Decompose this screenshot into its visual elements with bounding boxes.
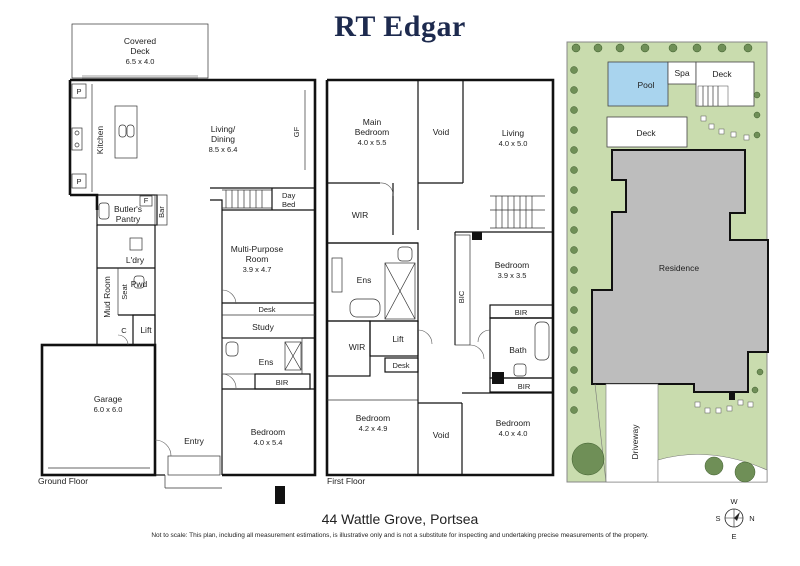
- covered-deck-dim: 6.5 x 4.0: [126, 57, 155, 66]
- study-label: Study: [252, 322, 274, 332]
- bedroom2-label: Bedroom: [495, 260, 530, 270]
- lift-label-ground: Lift: [140, 325, 152, 335]
- living-label-2: Dining: [211, 134, 235, 144]
- main-bedroom-dim: 4.0 x 5.5: [358, 138, 387, 147]
- desk-label-ground: Desk: [258, 305, 275, 314]
- spa-label: Spa: [674, 68, 689, 78]
- compass-e: E: [731, 532, 736, 541]
- seat-label: Seat: [120, 283, 129, 299]
- property-address: 44 Wattle Grove, Portsea: [321, 511, 479, 527]
- multi-label-2: Room: [246, 254, 269, 264]
- multi-dim: 3.9 x 4.7: [243, 265, 272, 274]
- main-bedroom-label-2: Bedroom: [355, 127, 390, 137]
- lift-label-first: Lift: [392, 334, 404, 344]
- gf-label: GF: [292, 126, 301, 137]
- first-floor-label: First Floor: [327, 476, 365, 486]
- desk-label-first: Desk: [392, 361, 409, 370]
- p-label-1: P: [76, 87, 81, 96]
- kitchen-label: Kitchen: [95, 126, 105, 155]
- ground-floor-label: Ground Floor: [38, 476, 88, 486]
- bedroom4-label: Bedroom: [496, 418, 531, 428]
- bedroom2-dim: 3.9 x 3.5: [498, 271, 527, 280]
- bed-label: Bed: [282, 200, 295, 209]
- pwd-label: Pwd: [131, 279, 148, 289]
- disclaimer-text: Not to scale: This plan, including all m…: [151, 532, 649, 539]
- bedroom-label-ground: Bedroom: [251, 427, 286, 437]
- multi-label: Multi-Purpose: [231, 244, 284, 254]
- void-label-2: Void: [433, 430, 450, 440]
- ldry-label: L'dry: [126, 255, 145, 265]
- compass: [724, 508, 744, 528]
- trees: [570, 43, 764, 483]
- living-label: Living/: [211, 124, 236, 134]
- driveway-label: Driveway: [630, 424, 640, 460]
- deck-mid-label: Deck: [636, 128, 656, 138]
- stair-ground: [222, 188, 273, 210]
- bedroom-dim-ground: 4.0 x 5.4: [254, 438, 283, 447]
- stair-first: [490, 195, 545, 229]
- ground-floor-plan: [40, 23, 317, 504]
- living-label-first: Living: [502, 128, 524, 138]
- site-plan: [566, 41, 769, 528]
- living-dim-first: 4.0 x 5.0: [499, 139, 528, 148]
- garage-label: Garage: [94, 394, 123, 404]
- p-label-2: P: [76, 177, 81, 186]
- butlers-label: Butler's: [114, 204, 142, 214]
- driveway: [605, 383, 659, 483]
- f-label: F: [144, 196, 149, 205]
- entry-label: Entry: [184, 436, 205, 446]
- bir-label-ground: BIR: [276, 378, 289, 387]
- living-dim: 8.5 x 6.4: [209, 145, 238, 154]
- main-bedroom-label: Main: [363, 117, 382, 127]
- covered-deck-label-2: Deck: [130, 46, 150, 56]
- bedroom3-label: Bedroom: [356, 413, 391, 423]
- ens-label-ground: Ens: [259, 357, 274, 367]
- brand-logo: RT Edgar: [334, 10, 466, 43]
- void-label-1: Void: [433, 127, 450, 137]
- compass-w: W: [730, 497, 738, 506]
- bath-label: Bath: [509, 345, 527, 355]
- mud-room-label: Mud Room: [102, 276, 112, 318]
- residence-label: Residence: [659, 263, 699, 273]
- pool: [607, 61, 669, 107]
- compass-n: N: [749, 514, 754, 523]
- bir-label-2: BIR: [518, 382, 531, 391]
- compass-s: S: [715, 514, 720, 523]
- butlers-pantry: [96, 194, 158, 226]
- bedroom3-dim: 4.2 x 4.9: [359, 424, 388, 433]
- wir-label-1: WIR: [352, 210, 369, 220]
- kitchen-island: [114, 105, 138, 159]
- first-floor-plan: [325, 78, 555, 477]
- hedge-squares: [694, 115, 754, 414]
- garage-dim: 6.0 x 6.0: [94, 405, 123, 414]
- pantry-label: Pantry: [116, 214, 141, 224]
- deck-top-label: Deck: [712, 69, 732, 79]
- bic-label: BIC: [457, 290, 466, 303]
- day-label: Day: [282, 191, 296, 200]
- ens-label-first: Ens: [357, 275, 372, 285]
- bedroom4-dim: 4.0 x 4.0: [499, 429, 528, 438]
- bir-label-1: BIR: [515, 308, 528, 317]
- c-label: C: [121, 326, 127, 335]
- bar-label: Bar: [157, 206, 166, 218]
- covered-deck-label: Covered: [124, 36, 156, 46]
- pool-label: Pool: [637, 80, 654, 90]
- wir-label-2: WIR: [349, 342, 366, 352]
- residence: [591, 149, 769, 393]
